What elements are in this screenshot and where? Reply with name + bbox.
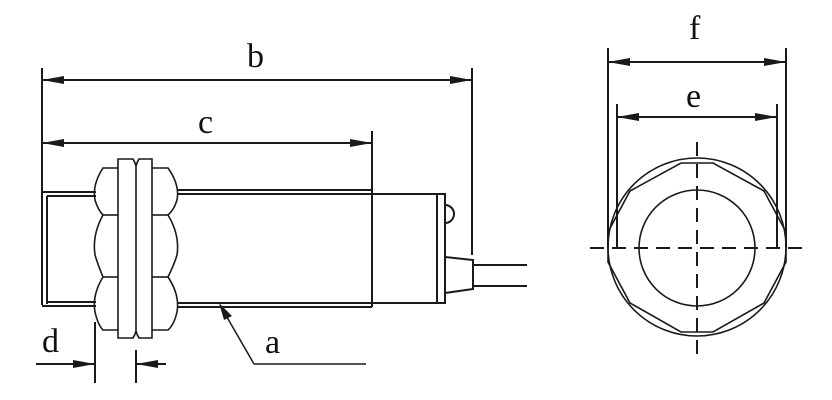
label-c: c [198,104,214,141]
label-f: f [689,10,701,47]
led-indicator [444,204,455,224]
sensor-body [177,189,438,308]
label-a: a [265,324,281,361]
side-view [36,68,527,383]
label-b: b [247,38,264,75]
cable-gland [444,256,474,294]
lock-nut-right [152,167,179,331]
leader-a [219,304,366,365]
leader-a-arrowhead [219,303,232,320]
lock-nut-left [93,167,118,331]
sensor-end-cap [436,193,446,304]
label-d: d [42,323,59,360]
sensor-front-thread [42,191,96,307]
nut-hexagon [607,162,787,333]
label-e: e [686,78,702,115]
end-view [590,48,806,360]
washer [117,158,153,339]
